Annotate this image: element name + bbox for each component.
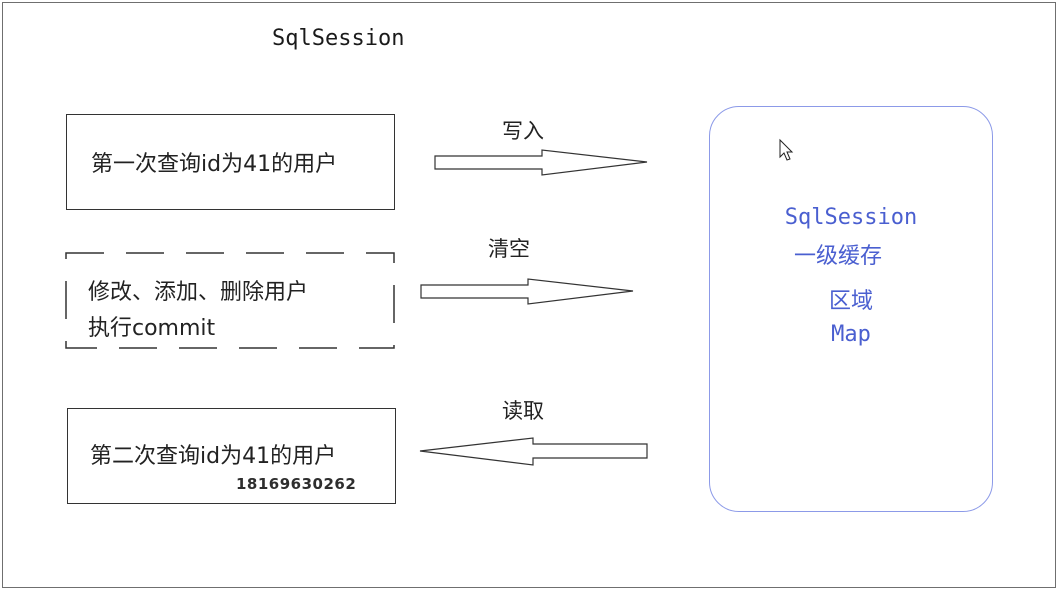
first-level-cache-region: SqlSession 一级缓存 区域 Map	[709, 106, 993, 512]
write-label: 写入	[502, 119, 544, 143]
mouse-pointer-icon	[779, 138, 794, 161]
read-label: 读取	[502, 399, 544, 423]
diagram-title: SqlSession	[272, 26, 405, 51]
cache-area-label: 区域	[828, 289, 873, 314]
modify-line1: 修改、添加、删除用户	[88, 280, 309, 305]
cache-sqlsession-label: SqlSession	[784, 205, 918, 230]
write-arrow	[434, 149, 648, 176]
cache-map-label: Map	[831, 322, 871, 347]
read-arrow	[419, 437, 648, 466]
second-query-text: 第二次查询id为41的用户	[90, 444, 337, 469]
clear-arrow	[420, 278, 634, 305]
cache-level-label: 一级缓存	[794, 244, 883, 269]
second-query-box: 第二次查询id为41的用户	[67, 408, 396, 504]
clear-label: 清空	[488, 237, 530, 261]
modify-line2: 执行commit	[88, 316, 216, 341]
watermark-number: 18169630262	[236, 475, 357, 493]
modify-dashed-box	[65, 252, 395, 349]
first-query-text: 第一次查询id为41的用户	[91, 152, 338, 177]
first-query-box: 第一次查询id为41的用户	[66, 114, 395, 210]
